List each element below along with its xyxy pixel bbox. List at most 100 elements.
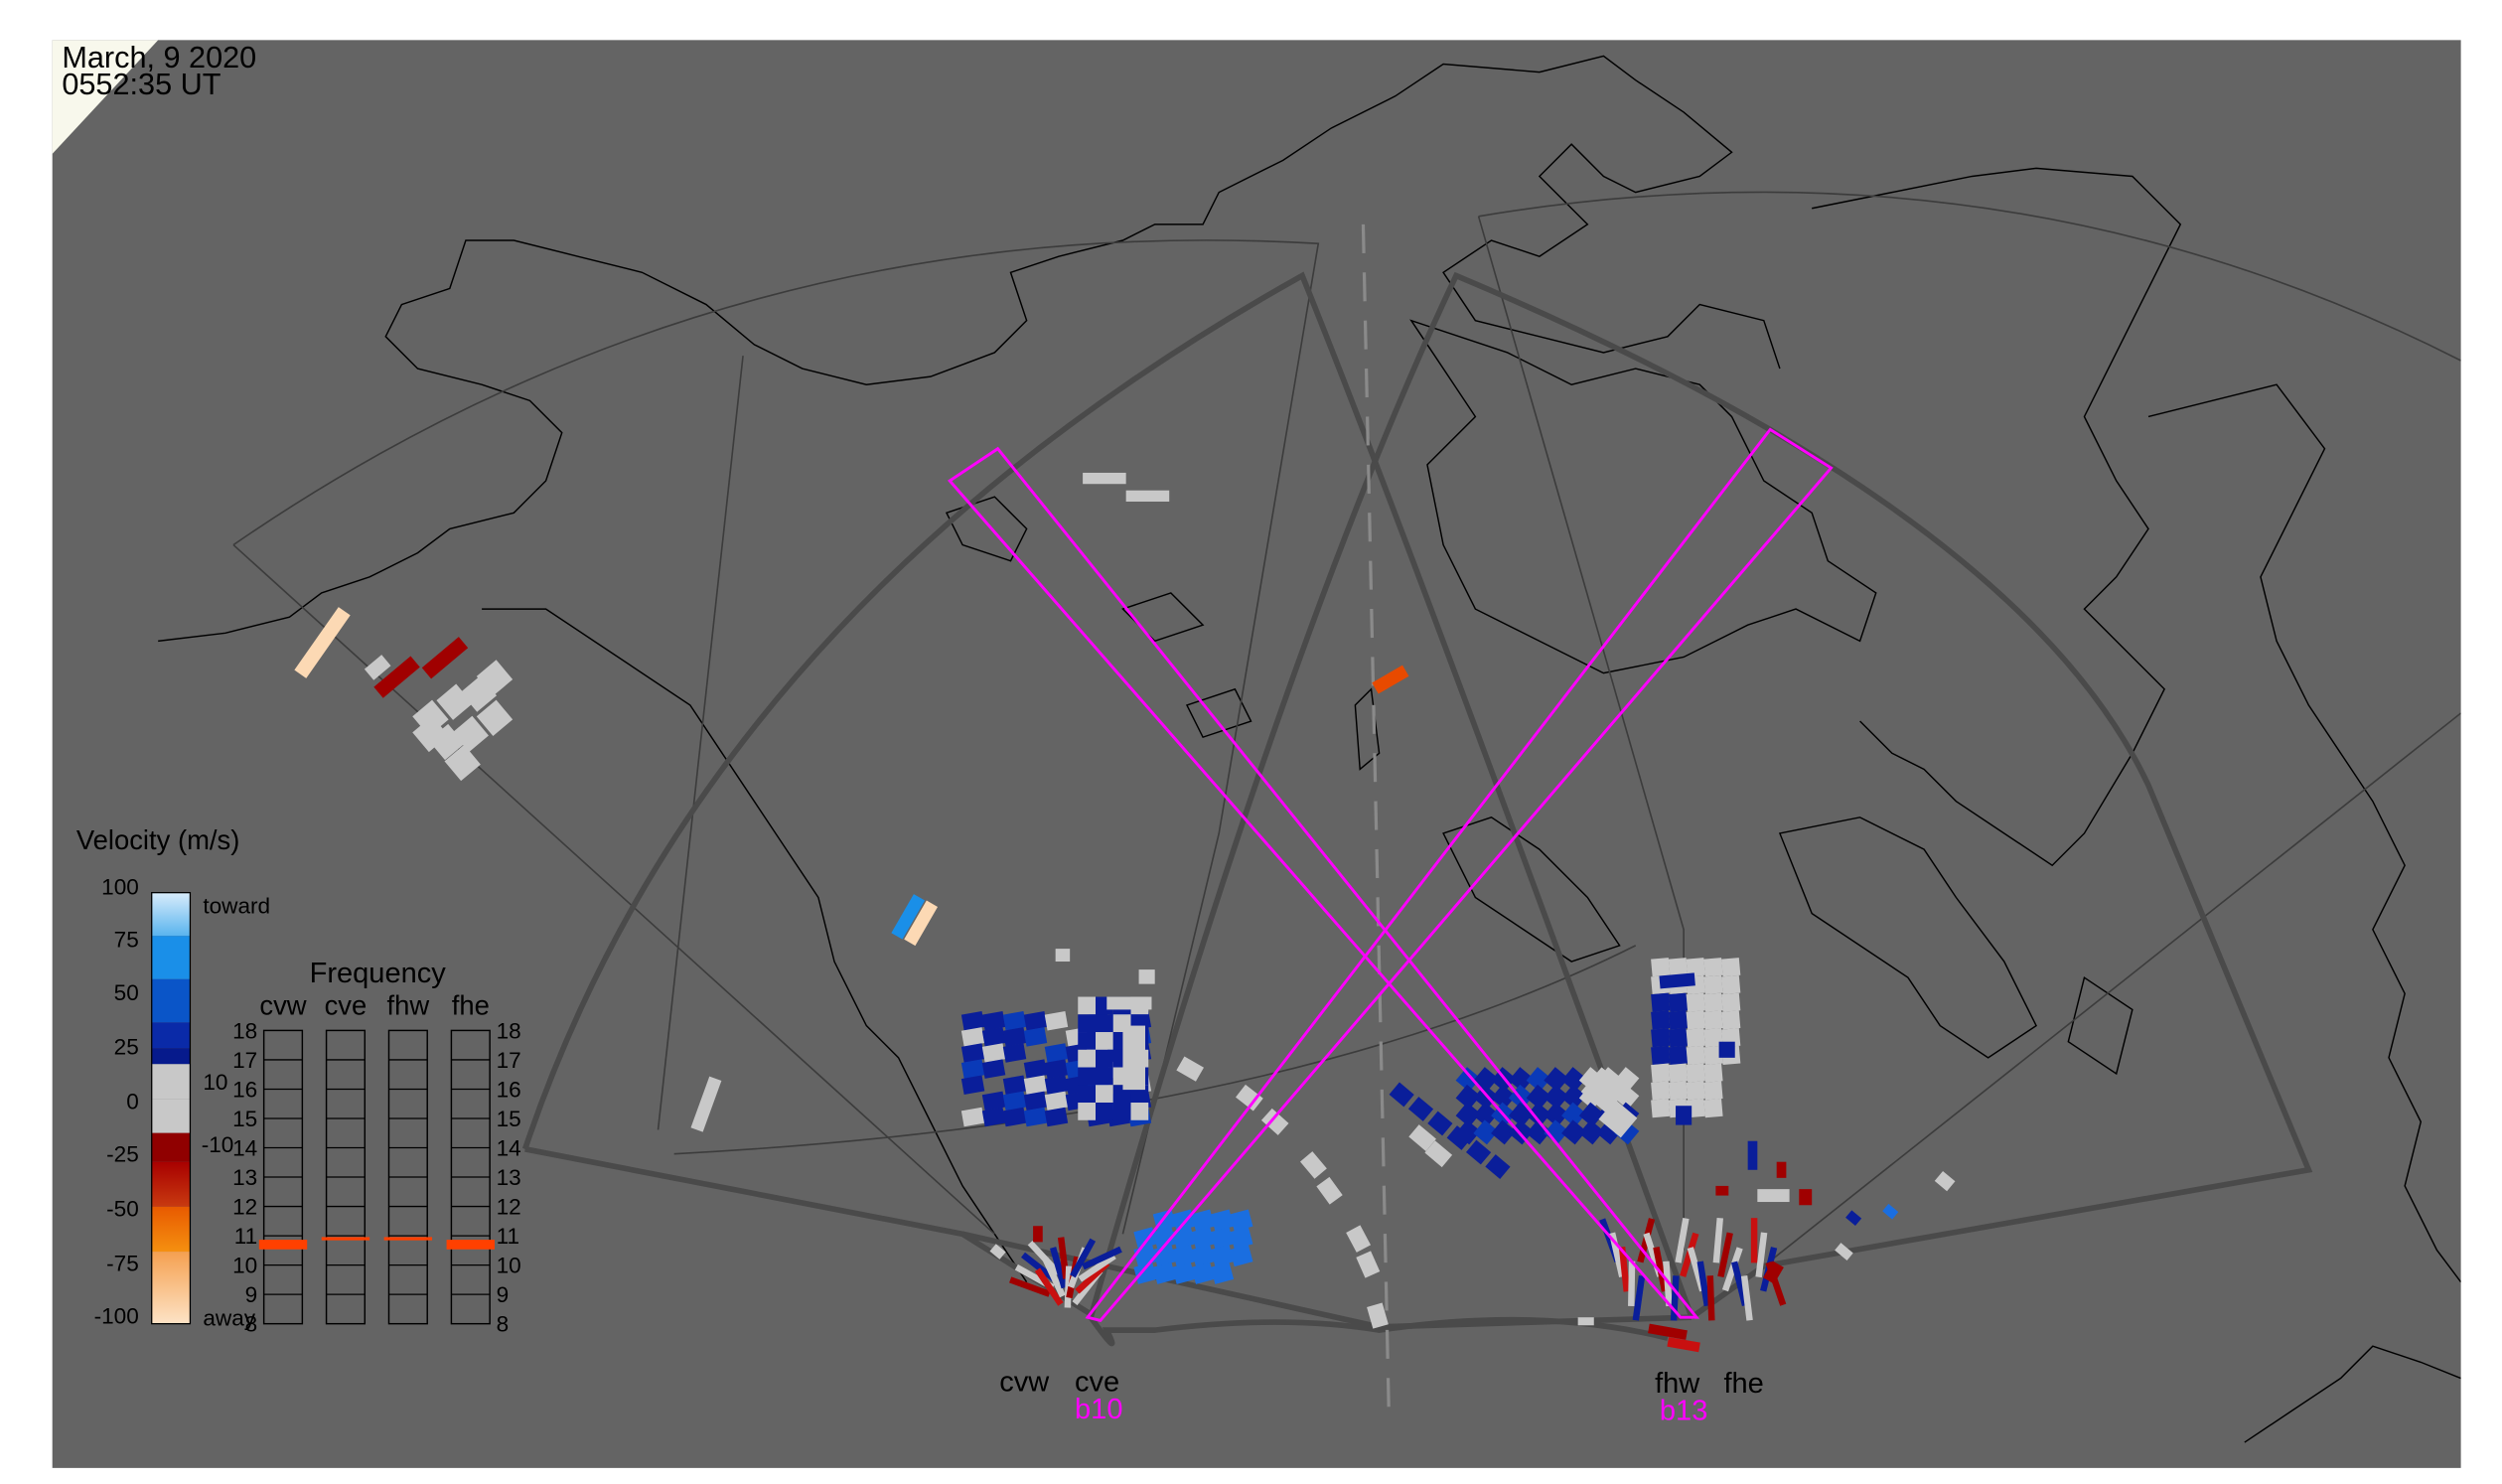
velocity-cell bbox=[1027, 1240, 1062, 1276]
velocity-cell bbox=[1561, 1119, 1587, 1145]
velocity-cell bbox=[1455, 1067, 1481, 1093]
velocity-cell bbox=[1651, 1045, 1671, 1066]
velocity-cell bbox=[690, 1076, 722, 1132]
frequency-tick-left: 8 bbox=[245, 1312, 258, 1337]
velocity-cell bbox=[960, 1107, 985, 1127]
velocity-cell bbox=[1002, 1027, 1027, 1047]
frequency-tick-left: 15 bbox=[232, 1107, 257, 1131]
velocity-cell bbox=[981, 1043, 1006, 1063]
velocity-cell bbox=[1598, 1099, 1638, 1138]
velocity-cell bbox=[1042, 1257, 1066, 1298]
velocity-cell bbox=[1686, 992, 1705, 1012]
velocity-cell bbox=[1561, 1084, 1587, 1110]
velocity-cell bbox=[1653, 1247, 1669, 1292]
velocity-tick-label: -75 bbox=[106, 1251, 139, 1275]
velocity-cell bbox=[1210, 1209, 1235, 1232]
velocity-cell bbox=[1721, 958, 1741, 977]
velocity-cell bbox=[1034, 1267, 1064, 1306]
velocity-cell bbox=[452, 715, 489, 753]
frequency-tick-right: 17 bbox=[497, 1048, 521, 1073]
velocity-cell bbox=[1651, 1063, 1671, 1083]
velocity-cell bbox=[1703, 1010, 1723, 1030]
velocity-cell bbox=[1721, 992, 1741, 1012]
velocity-cell bbox=[1096, 1032, 1113, 1050]
frequency-tick-left: 14 bbox=[232, 1136, 257, 1161]
velocity-cell bbox=[1002, 1075, 1027, 1096]
velocity-cell bbox=[1138, 969, 1155, 984]
velocity-cell bbox=[1718, 1041, 1735, 1058]
velocity-cell bbox=[1044, 1091, 1069, 1112]
velocity-cell bbox=[1747, 1140, 1758, 1170]
velocity-cell bbox=[1002, 1107, 1027, 1127]
velocity-cell bbox=[1526, 1067, 1551, 1093]
frequency-tick-right: 9 bbox=[497, 1282, 510, 1307]
velocity-cell bbox=[373, 656, 420, 698]
velocity-cell bbox=[1122, 1025, 1146, 1091]
beam-b13-highlight bbox=[948, 446, 1700, 1319]
velocity-cell bbox=[1009, 1276, 1051, 1297]
velocity-cell bbox=[1191, 1261, 1215, 1284]
velocity-cell bbox=[364, 655, 391, 680]
velocity-cell bbox=[444, 744, 481, 782]
time-label: 0552:35 UT bbox=[62, 68, 221, 101]
frequency-tick-left: 16 bbox=[232, 1078, 257, 1103]
velocity-cell bbox=[1230, 1227, 1253, 1250]
velocity-cell bbox=[1466, 1139, 1492, 1165]
velocity-cell bbox=[1316, 1176, 1343, 1205]
velocity-tick-label: 75 bbox=[114, 928, 139, 953]
velocity-cell bbox=[1172, 1261, 1196, 1284]
velocity-cell bbox=[1835, 1243, 1853, 1261]
velocity-cell bbox=[1044, 1059, 1069, 1079]
velocity-cell bbox=[981, 1010, 1006, 1031]
velocity-cell bbox=[1473, 1119, 1499, 1145]
inner-tick-10: 10 bbox=[203, 1070, 227, 1095]
velocity-cell bbox=[1667, 1337, 1700, 1353]
velocity-cell bbox=[981, 1059, 1006, 1079]
velocity-cell bbox=[1299, 1151, 1327, 1179]
velocity-cell bbox=[1706, 1275, 1715, 1321]
velocity-cell bbox=[1668, 1028, 1689, 1048]
velocity-cell bbox=[1703, 1081, 1723, 1101]
velocity-cell bbox=[1659, 972, 1695, 989]
frequency-column-label-cve: cve bbox=[325, 989, 368, 1020]
velocity-cell bbox=[1491, 1084, 1517, 1110]
velocity-cell bbox=[1033, 1226, 1043, 1243]
velocity-cell bbox=[1676, 1106, 1693, 1125]
velocity-cell bbox=[1133, 1261, 1157, 1284]
velocity-cell bbox=[1508, 1067, 1534, 1093]
velocity-cell bbox=[1055, 949, 1071, 963]
velocity-cell bbox=[1618, 1247, 1630, 1292]
velocity-cell bbox=[1210, 1245, 1235, 1267]
velocity-cell bbox=[1210, 1227, 1235, 1250]
frequency-tick-right: 8 bbox=[497, 1312, 510, 1337]
velocity-cell bbox=[1236, 1084, 1263, 1112]
velocity-cell bbox=[1561, 1102, 1587, 1127]
velocity-cell bbox=[960, 1059, 985, 1079]
velocity-cell bbox=[1023, 1075, 1048, 1096]
velocity-cell bbox=[1473, 1102, 1499, 1127]
velocity-cell bbox=[1023, 1010, 1048, 1031]
velocity-cell bbox=[1075, 1261, 1110, 1294]
frequency-tick-right: 11 bbox=[497, 1224, 519, 1249]
velocity-cell bbox=[1083, 472, 1126, 485]
velocity-cell bbox=[1230, 1245, 1253, 1267]
fov-thin-outlines bbox=[232, 191, 2461, 1267]
velocity-cell bbox=[1776, 1161, 1787, 1178]
velocity-cell bbox=[1750, 1218, 1758, 1263]
velocity-cell bbox=[1668, 992, 1689, 1012]
velocity-cell bbox=[1686, 1063, 1705, 1083]
velocity-cell bbox=[1578, 1102, 1604, 1127]
velocity-cell bbox=[1686, 1081, 1705, 1101]
velocity-tick-label: 100 bbox=[101, 874, 139, 899]
velocity-cell bbox=[1260, 1108, 1289, 1135]
frequency-tick-left: 18 bbox=[232, 1018, 257, 1043]
velocity-cell bbox=[1934, 1170, 1956, 1192]
frequency-tick-right: 13 bbox=[497, 1165, 521, 1190]
toward-label: toward bbox=[203, 894, 270, 919]
velocity-cell bbox=[1078, 1032, 1097, 1050]
velocity-cell bbox=[1757, 1189, 1790, 1203]
velocity-cell bbox=[1561, 1067, 1587, 1093]
velocity-cell bbox=[1044, 1075, 1069, 1096]
velocity-tick-label: 50 bbox=[114, 980, 139, 1005]
